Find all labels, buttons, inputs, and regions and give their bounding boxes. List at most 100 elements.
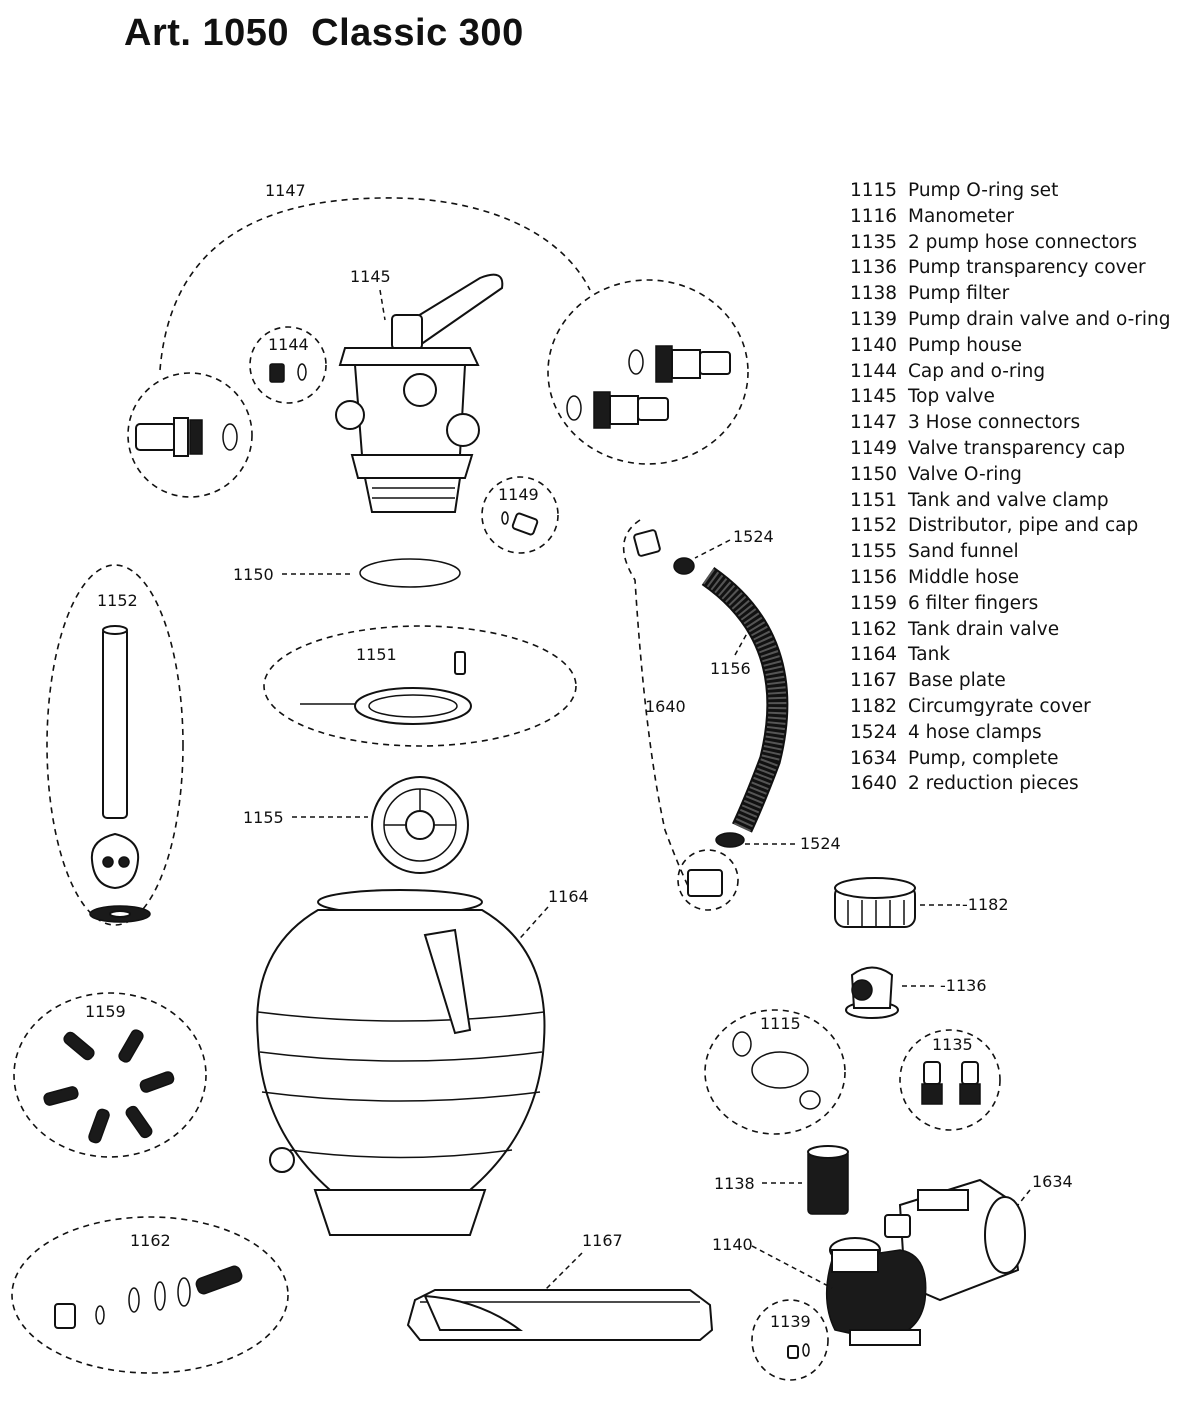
group-1152-outline bbox=[46, 564, 184, 926]
group-hose-connector-left-outline bbox=[127, 372, 253, 498]
callout-1167: 1167 bbox=[582, 1231, 623, 1250]
pump-transparency-cover-icon bbox=[845, 966, 899, 1019]
callout-1524-bottom: 1524 bbox=[800, 834, 841, 853]
legend-part-name: 2 reduction pieces bbox=[908, 773, 1079, 795]
legend-part-number: 1159 bbox=[850, 592, 898, 614]
legend-part-name: Pump filter bbox=[908, 283, 1010, 305]
legend-part-number: 1152 bbox=[850, 515, 898, 537]
legend-part-name: Cap and o-ring bbox=[908, 360, 1046, 382]
legend-part-number: 1150 bbox=[850, 463, 898, 485]
legend-part-name: Pump drain valve and o-ring bbox=[908, 308, 1171, 330]
callout-1640: 1640 bbox=[645, 697, 686, 716]
legend-row: 1634 Pump, complete bbox=[850, 746, 1190, 772]
tank-valve-clamp-icon bbox=[300, 651, 472, 725]
legend-row: 1640 2 reduction pieces bbox=[850, 771, 1190, 797]
callout-1140: 1140 bbox=[712, 1235, 753, 1254]
top-valve-icon bbox=[335, 273, 504, 513]
legend-part-name: Circumgyrate cover bbox=[908, 695, 1091, 717]
sand-funnel-icon bbox=[371, 776, 469, 874]
tank-icon bbox=[256, 889, 546, 1236]
legend-part-number: 1135 bbox=[850, 231, 898, 253]
legend-part-number: 1115 bbox=[850, 180, 898, 201]
callout-1136: -1136 bbox=[940, 976, 987, 995]
legend-part-name: Base plate bbox=[908, 670, 1006, 692]
group-1115-outline bbox=[704, 1009, 846, 1135]
legend-part-name: Valve O-ring bbox=[908, 463, 1022, 485]
legend-part-name: Tank and valve clamp bbox=[908, 489, 1109, 511]
legend-part-number: 1116 bbox=[850, 205, 898, 227]
legend-part-number: 1182 bbox=[850, 695, 898, 717]
callout-1149: 1149 bbox=[498, 485, 539, 504]
valve-transparency-cap-icon bbox=[501, 511, 539, 536]
legend-part-name: Valve transparency cap bbox=[908, 437, 1126, 459]
group-1151-outline bbox=[263, 625, 577, 747]
legend-row: 1144 Cap and o-ring bbox=[850, 359, 1190, 385]
group-1149-outline bbox=[481, 476, 559, 554]
hose-connector-right-icon bbox=[566, 345, 731, 429]
legend-part-name: Pump O-ring set bbox=[908, 180, 1059, 201]
callout-1138: 1138 bbox=[714, 1174, 755, 1193]
group-hose-connector-right-outline bbox=[547, 279, 749, 465]
legend-part-number: 1139 bbox=[850, 308, 898, 330]
distributor-pipe-icon bbox=[89, 625, 151, 923]
legend-part-number: 1640 bbox=[850, 773, 898, 795]
legend-part-number: 1524 bbox=[850, 721, 898, 743]
circumgyrate-cover-icon bbox=[834, 877, 916, 928]
legend-part-name: 3 Hose connectors bbox=[908, 412, 1081, 434]
group-1640-lower-outline bbox=[677, 849, 739, 911]
legend-part-name: 2 pump hose connectors bbox=[908, 231, 1138, 253]
hose-connector-left-icon bbox=[135, 417, 238, 457]
pump-hose-connectors-icon bbox=[921, 1061, 981, 1105]
callout-1182: -1182 bbox=[962, 895, 1009, 914]
legend-part-name: Pump house bbox=[908, 334, 1022, 356]
group-1147-outline bbox=[159, 197, 591, 371]
callout-1115: 1115 bbox=[760, 1014, 801, 1033]
legend-part-name: Tank drain valve bbox=[908, 618, 1060, 640]
group-1159-outline bbox=[13, 992, 207, 1158]
group-1139-outline bbox=[751, 1299, 829, 1381]
callout-1159: 1159 bbox=[85, 1002, 126, 1021]
legend-part-number: 1144 bbox=[850, 360, 898, 382]
filter-fingers-icon bbox=[43, 1029, 175, 1144]
legend-part-number: 1145 bbox=[850, 386, 898, 408]
legend-part-number: 1147 bbox=[850, 412, 898, 434]
group-1144-outline bbox=[249, 326, 327, 404]
legend-part-number: 1156 bbox=[850, 566, 898, 588]
legend-row: 1139 Pump drain valve and o-ring bbox=[850, 307, 1190, 333]
legend-part-name: Pump transparency cover bbox=[908, 257, 1146, 279]
legend-part-name: Pump, complete bbox=[908, 747, 1059, 769]
pump-filter-icon bbox=[807, 1145, 849, 1215]
callout-1151: 1151 bbox=[356, 645, 397, 664]
legend-part-name: Middle hose bbox=[908, 566, 1020, 588]
legend-part-name: Distributor, pipe and cap bbox=[908, 515, 1139, 537]
valve-oring-icon bbox=[359, 558, 461, 588]
pump-drain-valve-icon bbox=[787, 1343, 810, 1359]
legend-part-number: 1155 bbox=[850, 541, 898, 563]
legend-part-number: 1634 bbox=[850, 747, 898, 769]
tank-drain-valve-icon bbox=[54, 1265, 243, 1329]
callout-1144: 1144 bbox=[268, 335, 309, 354]
group-1162-outline bbox=[11, 1216, 289, 1374]
legend-part-number: 1138 bbox=[850, 283, 898, 305]
legend-part-name: Top valve bbox=[908, 386, 995, 408]
callout-1524-top: 1524 bbox=[733, 527, 774, 546]
callout-1150: 1150 bbox=[233, 565, 274, 584]
middle-hose-icon bbox=[633, 529, 789, 897]
diagram-title: Art. 1050 Classic 300 bbox=[124, 12, 524, 54]
legend-row: 1135 2 pump hose connectors bbox=[850, 230, 1190, 256]
callout-1164: 1164 bbox=[548, 887, 589, 906]
legend-part-number: 1140 bbox=[850, 334, 898, 356]
legend-part-name: Tank bbox=[908, 644, 951, 666]
